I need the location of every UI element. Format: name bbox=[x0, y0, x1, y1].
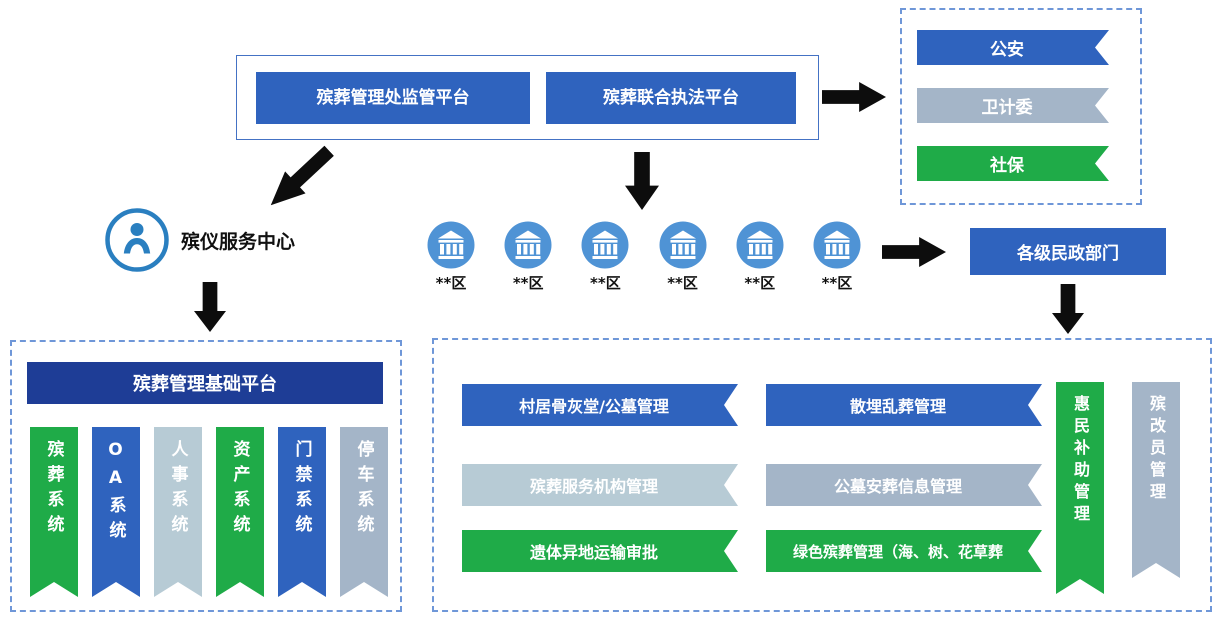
external-departments-box: 公安 卫计委 社保 bbox=[900, 8, 1142, 205]
system-ribbon-hr: 人事系统 bbox=[154, 427, 202, 597]
base-platform-title: 殡葬管理基础平台 bbox=[27, 362, 383, 404]
district-item: **区 bbox=[574, 221, 636, 293]
district-label: **区 bbox=[821, 274, 853, 292]
arrow-districts-to-civil-affairs bbox=[882, 237, 946, 267]
district-label: **区 bbox=[667, 274, 698, 292]
district-label: **区 bbox=[512, 274, 544, 292]
civil-affairs-node: 各级民政部门 bbox=[970, 228, 1166, 275]
arrow-service-center-to-base-platform bbox=[194, 282, 226, 332]
module-scattered-burial-mgmt: 散埋乱葬管理 bbox=[766, 384, 1042, 426]
district-item: **区 bbox=[420, 221, 482, 293]
district-label: **区 bbox=[590, 274, 621, 292]
module-columbarium-cemetery-mgmt: 村居骨灰堂/公墓管理 bbox=[462, 384, 738, 426]
module-reform-officer-mgmt: 殡改员管理 bbox=[1132, 382, 1180, 578]
module-ribbon-label: 殡改员管理 bbox=[1147, 395, 1166, 505]
department-ribbon-social-security: 社保 bbox=[917, 146, 1109, 181]
arrow-platforms-to-districts bbox=[625, 152, 659, 210]
enforcement-platform-node: 殡葬联合执法平台 bbox=[546, 72, 796, 124]
module-ribbon-label: 惠民补助管理 bbox=[1071, 395, 1090, 527]
system-ribbon-assets: 资产系统 bbox=[216, 427, 264, 597]
base-platform-box: 殡葬管理基础平台 殡葬系统 OA系统 人事系统 资产系统 门禁系统 停车系统 bbox=[10, 340, 402, 612]
building-icon bbox=[813, 221, 861, 269]
system-ribbon-funeral: 殡葬系统 bbox=[30, 427, 78, 597]
system-ribbon-oa: OA系统 bbox=[92, 427, 140, 597]
district-item: **区 bbox=[806, 221, 868, 293]
department-ribbon-police: 公安 bbox=[917, 30, 1109, 65]
arrow-civil-affairs-to-business bbox=[1052, 284, 1084, 334]
building-icon bbox=[736, 221, 784, 269]
system-ribbon-label: 殡葬系统 bbox=[43, 440, 64, 540]
arrow-platforms-to-departments bbox=[822, 82, 886, 112]
system-ribbon-parking: 停车系统 bbox=[340, 427, 388, 597]
module-subsidy-mgmt: 惠民补助管理 bbox=[1056, 382, 1104, 594]
module-service-agency-mgmt: 殡葬服务机构管理 bbox=[462, 464, 738, 506]
building-icon bbox=[581, 221, 629, 269]
building-icon bbox=[659, 221, 707, 269]
funeral-service-center-label: 殡仪服务中心 bbox=[181, 230, 296, 253]
funeral-service-center: 殡仪服务中心 bbox=[104, 206, 295, 274]
supervision-platform-node: 殡葬管理处监管平台 bbox=[256, 72, 530, 124]
system-ribbon-label: 门禁系统 bbox=[291, 440, 312, 540]
department-ribbon-health-commission: 卫计委 bbox=[917, 88, 1109, 123]
districts-row: **区 **区 bbox=[420, 221, 868, 293]
district-item: **区 bbox=[729, 221, 791, 293]
module-green-burial-mgmt: 绿色殡葬管理（海、树、花草葬 bbox=[766, 530, 1042, 572]
module-remains-transport-approval: 遗体异地运输审批 bbox=[462, 530, 738, 572]
system-ribbon-label: 人事系统 bbox=[167, 440, 188, 540]
person-circle-icon bbox=[104, 207, 170, 273]
building-icon bbox=[427, 221, 475, 269]
system-ribbon-label: 资产系统 bbox=[229, 440, 250, 540]
system-ribbon-label: OA系统 bbox=[105, 440, 126, 546]
module-burial-info-mgmt: 公墓安葬信息管理 bbox=[766, 464, 1042, 506]
system-ribbon-access-control: 门禁系统 bbox=[278, 427, 326, 597]
district-label: **区 bbox=[435, 274, 467, 292]
platform-group-box: 殡葬管理处监管平台 殡葬联合执法平台 bbox=[236, 55, 819, 140]
business-modules-box: 村居骨灰堂/公墓管理 殡葬服务机构管理 遗体异地运输审批 散埋乱葬管理 公墓安葬… bbox=[432, 338, 1212, 612]
district-item: **区 bbox=[652, 221, 714, 293]
arrow-platforms-to-service-center bbox=[261, 140, 340, 217]
district-item: **区 bbox=[497, 221, 559, 293]
system-ribbon-label: 停车系统 bbox=[353, 440, 374, 540]
building-icon bbox=[504, 221, 552, 269]
district-label: **区 bbox=[744, 274, 776, 292]
